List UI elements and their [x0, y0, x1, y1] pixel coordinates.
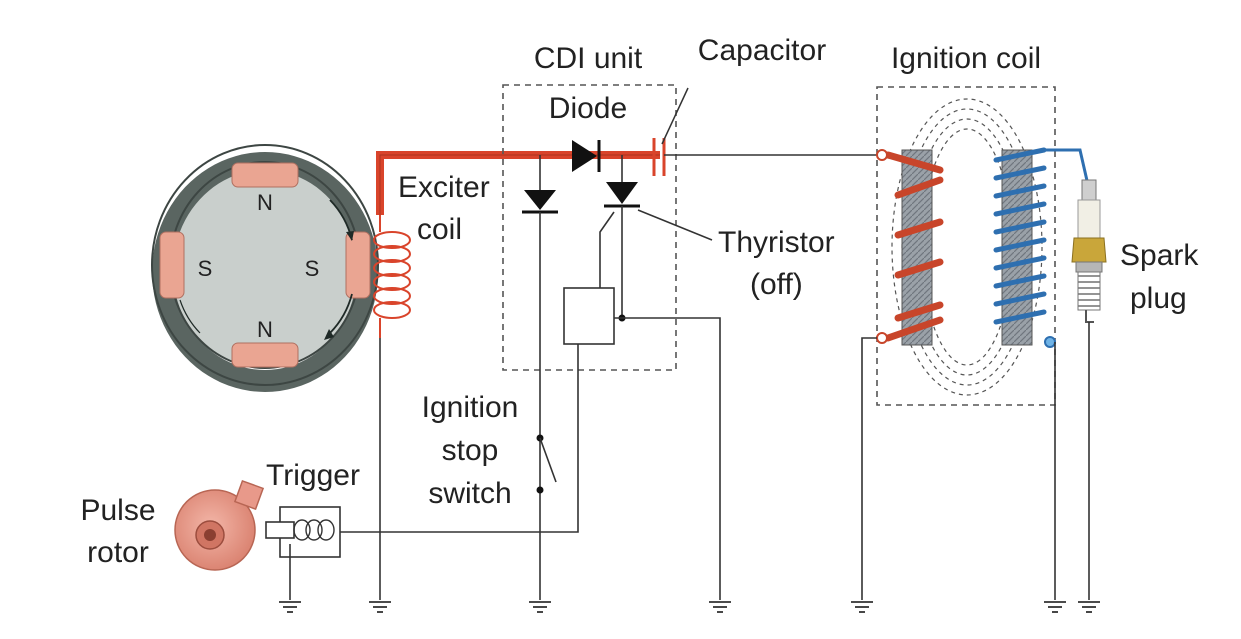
magneto-rotor: N N S S — [151, 144, 379, 392]
ground-icon — [1078, 601, 1100, 613]
pole-label-right: S — [305, 256, 320, 281]
thyristor-icon — [604, 182, 640, 208]
pole-label-bottom: N — [257, 317, 273, 342]
ignition-coil-label: Ignition coil — [891, 42, 1041, 75]
exciter-coil-label: Exciter — [398, 171, 490, 204]
magnet-pad — [345, 231, 371, 299]
pulse-rotor-label-2: rotor — [87, 536, 149, 569]
diode-icon — [522, 190, 558, 214]
trigger-label: Trigger — [266, 459, 360, 492]
ground-icon — [369, 601, 391, 613]
spark-plug-label-2: plug — [1130, 282, 1187, 315]
ignition-coil-box — [876, 86, 1056, 406]
ground-icon — [851, 601, 873, 613]
exciter-coil-label-2: coil — [417, 213, 462, 246]
spark-plug-label: Spark — [1120, 239, 1199, 272]
stop-switch-label: Ignition — [422, 391, 519, 424]
stop-switch-label-2: stop — [442, 434, 499, 467]
trigger-coil-icon — [265, 506, 341, 600]
ground-icon — [279, 601, 301, 613]
magnet-pad — [159, 231, 185, 299]
cdi-unit-box — [502, 84, 677, 371]
capacitor-icon — [652, 138, 666, 176]
thyristor-leader — [637, 209, 713, 241]
rotation-arrow-icon — [329, 293, 353, 334]
capacitor-label: Capacitor — [698, 34, 826, 67]
diode-icon — [572, 140, 601, 172]
magnet-pad — [231, 162, 299, 188]
thyristor-label: Thyristor — [718, 226, 835, 259]
pole-label-top: N — [257, 190, 273, 215]
exciter-coil-icon — [373, 215, 411, 338]
pulse-rotor-label: Pulse — [80, 494, 155, 527]
ground-icon — [529, 601, 551, 613]
primary-winding-icon — [884, 151, 944, 342]
trigger-control-box — [563, 287, 615, 345]
ground-icon — [1044, 601, 1066, 613]
pole-label-left: S — [198, 256, 213, 281]
thyristor-label-2: (off) — [750, 268, 803, 301]
diode-label: Diode — [549, 92, 627, 125]
capacitor-leader — [661, 87, 689, 145]
spark-plug-icon — [1071, 179, 1107, 323]
stop-switch-label-3: switch — [428, 477, 511, 510]
pulse-rotor — [174, 479, 265, 571]
switch-icon — [536, 434, 557, 494]
cdi-unit-label: CDI unit — [534, 42, 643, 75]
magnet-pad — [231, 342, 299, 368]
secondary-winding-icon — [993, 147, 1047, 325]
ground-icon — [709, 601, 731, 613]
